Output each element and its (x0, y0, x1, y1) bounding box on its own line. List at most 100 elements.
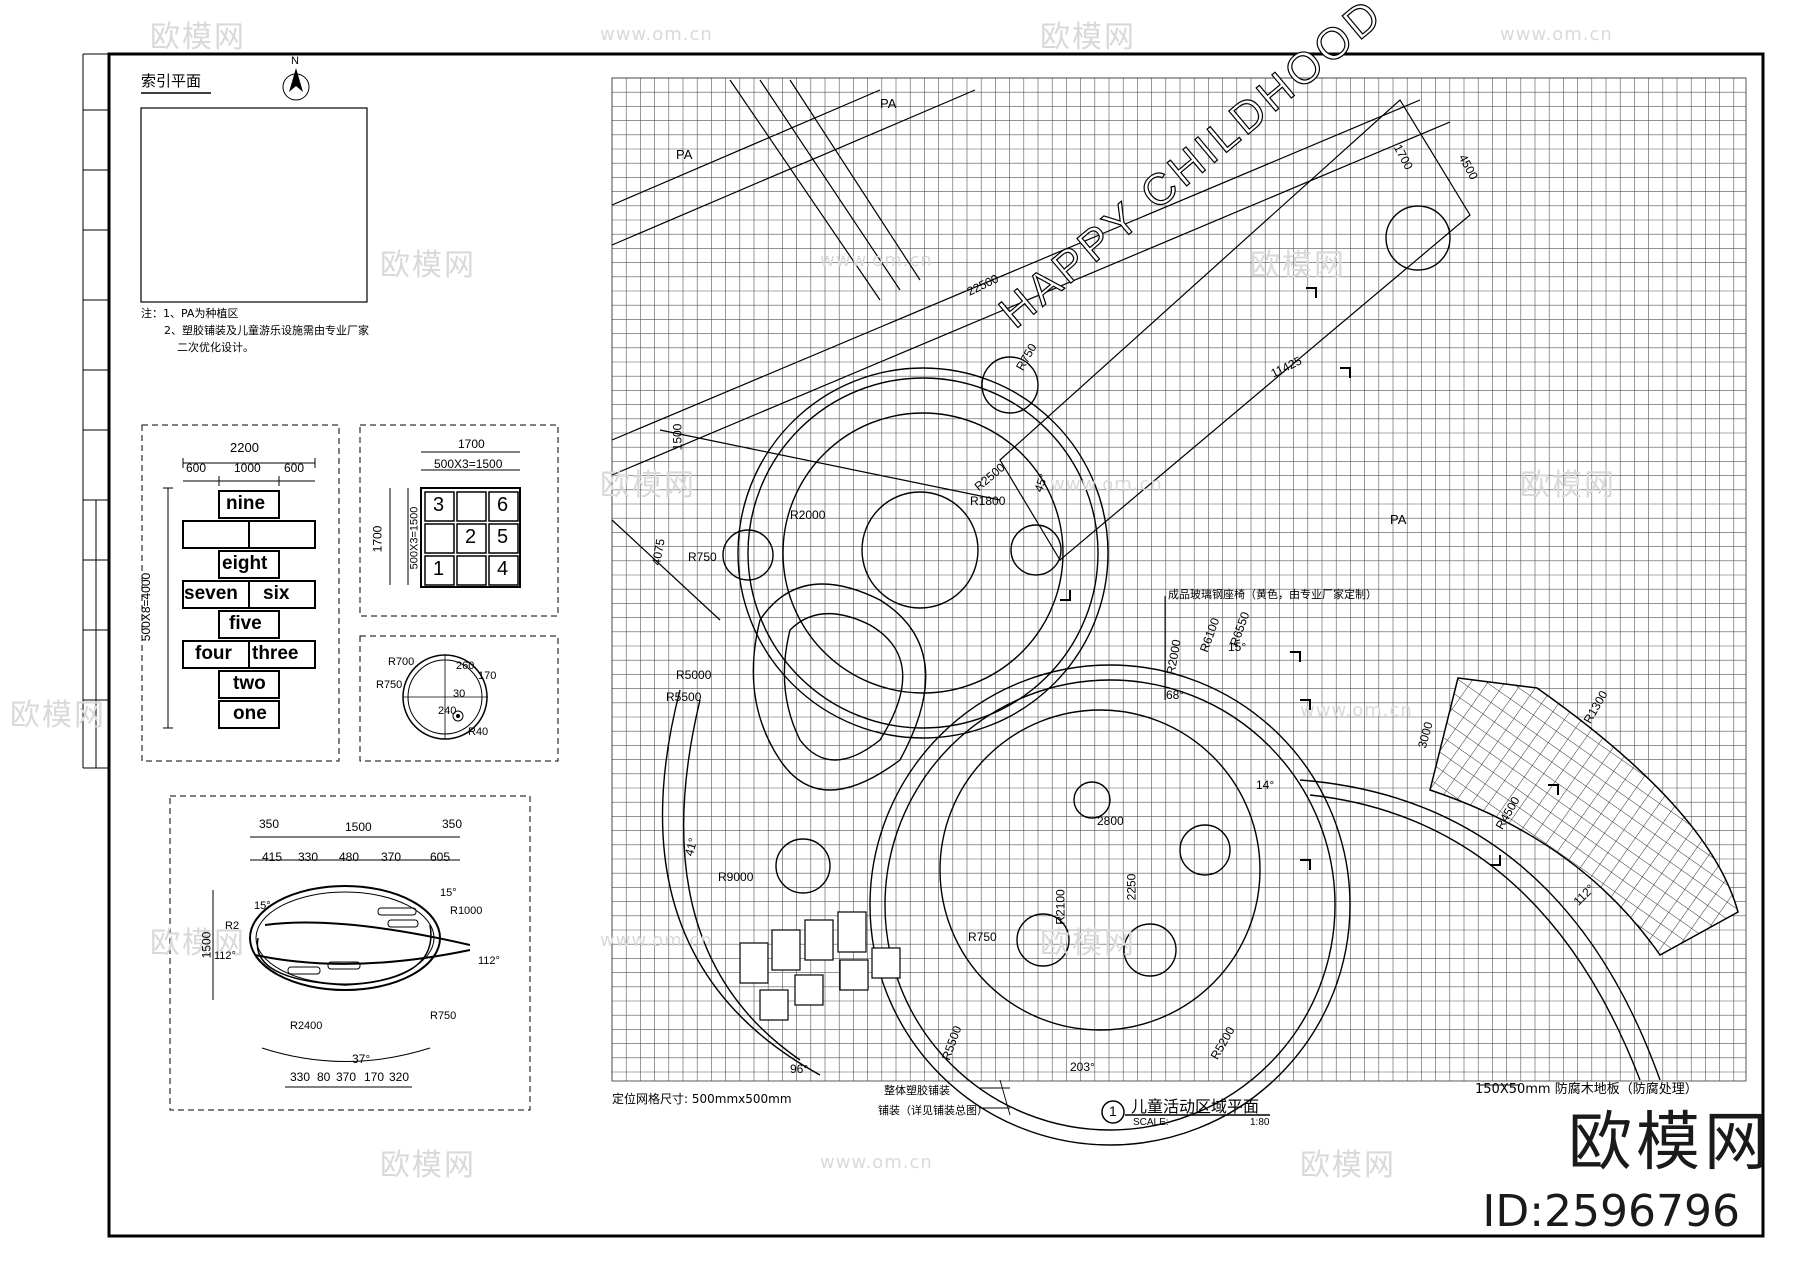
hopscotch-word: five (229, 613, 262, 634)
dim-label: 500X8=4000 (139, 572, 154, 642)
dim-label: R750 (688, 550, 717, 564)
callout-text: 150X50mm 防腐木地板（防腐处理） (1475, 1082, 1698, 1097)
number-tiles (739, 911, 901, 1021)
hopscotch-word: seven (184, 583, 238, 604)
dim-label: 112° (214, 950, 236, 962)
dim-label: 2800 (1097, 814, 1124, 828)
dim-label: 203° (1070, 1060, 1095, 1074)
brand-logo: 欧模网 (1568, 1106, 1772, 1180)
dim-label: R2000 (790, 508, 826, 522)
dim-label: 37° (352, 1052, 371, 1066)
dim-label: 605 (430, 850, 451, 864)
planting-label: PA (676, 147, 693, 162)
dim-label: 350 (442, 817, 463, 831)
dim-label: R40 (468, 726, 489, 738)
dim-label: R1800 (970, 494, 1006, 508)
dim-label: R2100 (1053, 889, 1068, 925)
section-markers (1060, 287, 1559, 870)
pad-detail-panel (359, 635, 559, 762)
dim-label: 2200 (230, 440, 259, 455)
dim-label: 14° (1256, 778, 1275, 792)
dim-label: 330 (290, 1070, 311, 1084)
hopscotch-word: two (233, 673, 266, 694)
planting-label: PA (880, 96, 897, 111)
plan-number-circle (1101, 1100, 1125, 1124)
dim-label: 15° (1228, 640, 1247, 654)
index-plan-title: 索引平面 (141, 72, 202, 90)
dim-label: 80 (317, 1070, 331, 1084)
dim-label: 1700 (370, 525, 385, 553)
dim-label: R1000 (450, 905, 483, 917)
dim-label: 68° (1166, 688, 1185, 702)
dim-label: 1500 (199, 931, 214, 959)
dim-label: 240 (438, 705, 457, 717)
dim-label: 112° (478, 955, 500, 967)
north-label: N (291, 55, 299, 67)
dim-label: 1500 (670, 423, 685, 451)
dim-label: 480 (339, 850, 360, 864)
callout-text: 铺装（详见铺装总图） (878, 1104, 988, 1117)
grid-number: 6 (497, 494, 509, 516)
dim-label: R750 (968, 930, 997, 944)
dim-label: 170 (478, 670, 497, 682)
dim-label: 15° (440, 887, 457, 899)
plan-title: 儿童活动区域平面 (1131, 1097, 1260, 1116)
hopscotch-panel (141, 424, 340, 762)
hopscotch-word: one (233, 703, 267, 724)
dim-label: 30 (453, 688, 466, 700)
grid-note: 定位网格尺寸: 500mmx500mm (612, 1092, 792, 1106)
dim-label: 2250 (1124, 873, 1139, 901)
hopscotch-word: three (252, 643, 299, 664)
callout-leaders (980, 596, 1520, 1116)
sheet-border (107, 52, 1765, 1238)
dim-label: 1700 (458, 437, 485, 451)
dim-label: 500X3=1500 (434, 457, 503, 471)
title-strip-rows (83, 109, 109, 768)
play-circles (661, 205, 1661, 1146)
grid-number: 4 (497, 558, 509, 580)
dim-label: 320 (389, 1070, 410, 1084)
scale-label: SCALE: (1133, 1117, 1169, 1128)
dim-label: 170 (364, 1070, 385, 1084)
north-arrow (282, 68, 310, 101)
grid-number: 5 (497, 526, 509, 548)
hopscotch-word: four (195, 643, 232, 664)
callout-text: 整体塑胶铺装 (884, 1084, 950, 1097)
dim-label: R750 (376, 679, 403, 691)
grid-number: 3 (433, 494, 445, 516)
dim-label: R5500 (666, 690, 702, 704)
note-line: 注：1、PA为种植区 (141, 307, 239, 320)
note-line: 二次优化设计。 (177, 341, 254, 354)
planet-detail-panel (169, 795, 531, 1111)
main-plan-grid (611, 77, 1746, 1081)
main-plan-frame (611, 77, 1747, 1082)
dim-label: R5000 (676, 668, 712, 682)
dim-label: 370 (336, 1070, 357, 1084)
hopscotch-word: nine (226, 493, 266, 514)
model-id: ID:2596796 (1482, 1186, 1740, 1237)
dim-label: 1500 (345, 820, 372, 834)
dim-label: 600 (284, 461, 305, 475)
dim-label: 500X3=1500 (408, 506, 421, 570)
dim-label: R2400 (290, 1020, 323, 1032)
dim-label: 350 (259, 817, 280, 831)
diagonal-paths (611, 79, 1471, 621)
hopscotch-word: six (263, 583, 290, 604)
dim-label: R700 (388, 656, 415, 668)
dim-label: 415 (262, 850, 283, 864)
dim-label: R750 (430, 1010, 457, 1022)
dim-label: R9000 (718, 870, 754, 884)
index-plan (140, 68, 368, 303)
callout-text: 成品玻璃钢座椅（黄色，由专业厂家定制） (1168, 588, 1377, 601)
plan-number: 1 (1109, 1103, 1117, 1119)
dim-label: 1000 (234, 461, 261, 475)
scale-value: 1:80 (1250, 1117, 1270, 1128)
grid-number: 2 (465, 526, 477, 548)
dim-label: 370 (381, 850, 402, 864)
planting-label: PA (1390, 512, 1407, 527)
dim-label: 600 (186, 461, 207, 475)
hatched-decking (1429, 677, 1739, 956)
dim-label: 15° (254, 900, 271, 912)
